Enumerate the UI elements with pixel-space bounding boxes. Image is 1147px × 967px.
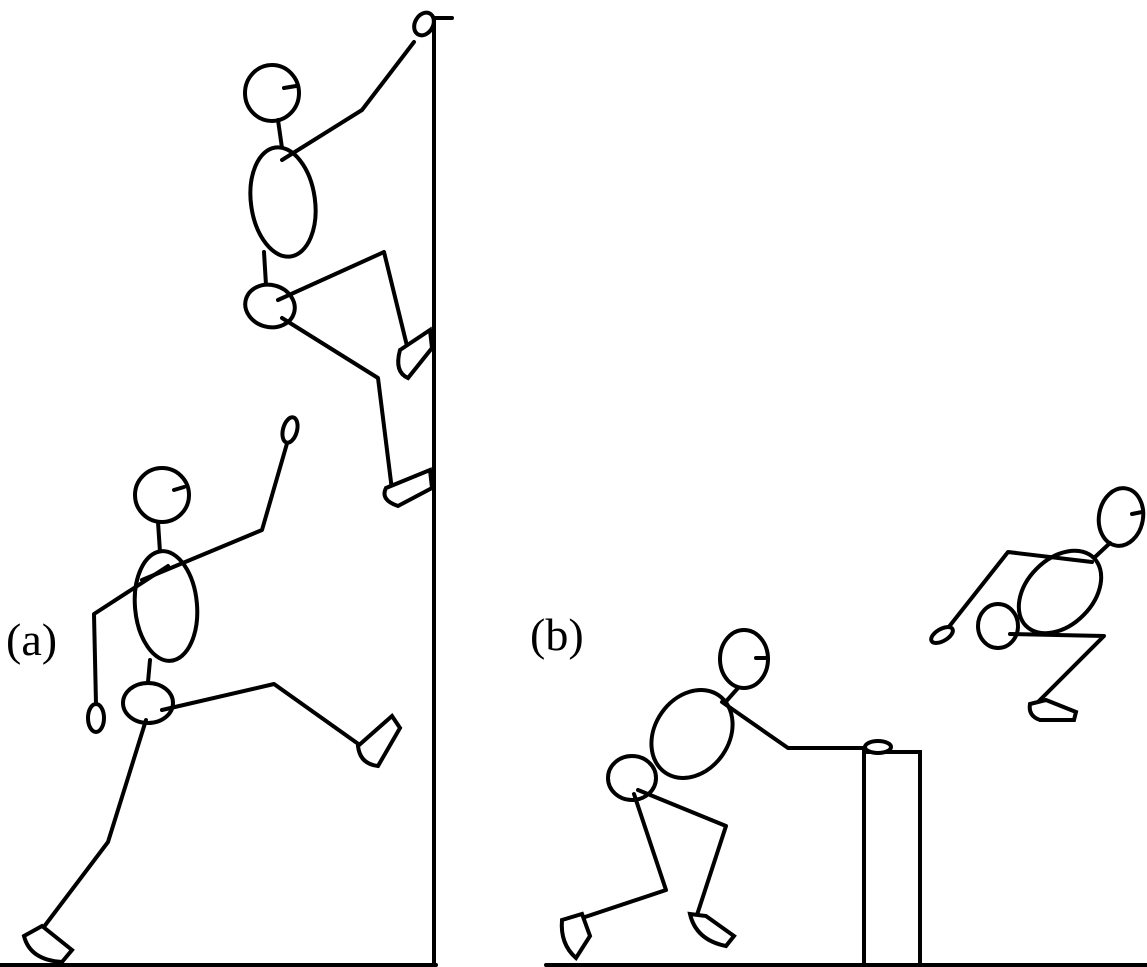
upper-climber-neck [278, 120, 282, 148]
vaulting-figure [562, 630, 891, 958]
lower-runner-front-hand [280, 416, 300, 445]
lander-neck [1094, 543, 1110, 558]
panel-a-scene [0, 9, 452, 965]
lander-foot [1030, 700, 1076, 720]
vaulter-arm [722, 702, 870, 748]
upper-climber-leg-2 [282, 318, 392, 490]
upper-climber-waist [264, 252, 266, 285]
lander-hand [929, 624, 956, 646]
lower-runner-hip [123, 683, 173, 723]
lower-runner-back-leg [40, 720, 146, 932]
upper-climber-leg-1 [278, 252, 408, 350]
vaulter-front-leg [638, 790, 726, 918]
vaulter-hand [865, 741, 891, 753]
lander-leg [1010, 634, 1104, 702]
lander-hip [978, 604, 1018, 648]
upper-climber-arm [282, 42, 414, 160]
panel-b-label: (b) [530, 612, 584, 658]
upper-climber-head [245, 65, 299, 121]
lander-face-mark [1132, 512, 1142, 514]
lower-runner-waist [148, 660, 150, 682]
vaulter-back-leg [582, 794, 666, 918]
lower-runner-front-leg [162, 684, 364, 748]
panel-b-scene [546, 485, 1147, 965]
lower-runner-neck [158, 522, 160, 552]
panel-a-label: (a) [6, 617, 57, 663]
vaulter-front-foot [690, 914, 734, 946]
lander-head [1094, 485, 1147, 550]
lower-runner-back-foot [24, 926, 72, 962]
lower-runner-front-foot [358, 716, 400, 766]
lower-runner-back-hand [88, 704, 104, 732]
lower-runner-head [135, 468, 189, 522]
lower-runner-figure [24, 416, 400, 962]
upper-climber-figure [240, 9, 437, 506]
landing-figure [929, 485, 1147, 720]
vaulter-back-foot [562, 914, 590, 958]
vault-obstacle [864, 752, 920, 965]
upper-climber-face-mark [284, 86, 296, 88]
